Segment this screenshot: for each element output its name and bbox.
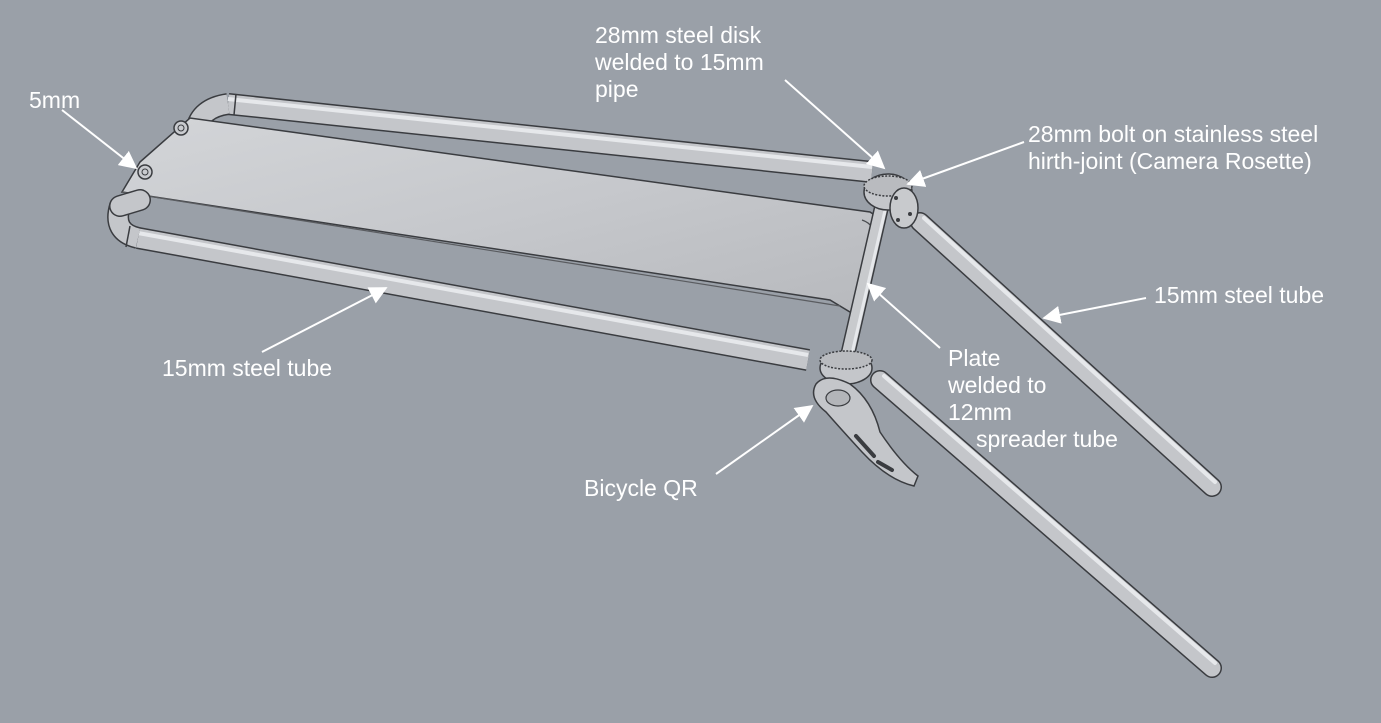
bottom-steel-tube [107, 189, 810, 371]
callout-arrow-tube-left [261, 287, 388, 353]
label-tube-left-text: 15mm steel tube [162, 355, 333, 381]
label-steel-disk: 28mm steel disk welded to 15mm pipe [595, 22, 764, 103]
top-hirth-joint [863, 173, 919, 229]
label-plate-line3: 12mm [948, 399, 1012, 425]
mounting-plate [120, 117, 886, 313]
callout-arrow-steel-disk [784, 79, 886, 170]
left-leg-tube [870, 370, 1222, 678]
label-plate-line1: Plate [948, 345, 1001, 371]
right-leg-tube [910, 212, 1222, 497]
label-bicycle-qr-text: Bicycle QR [584, 475, 698, 501]
label-plate-line4: spreader tube [976, 426, 1118, 452]
label-tube-right-text: 15mm steel tube [1154, 282, 1325, 308]
plate-screw-bottom [137, 164, 153, 180]
label-hirth-joint-line2: hirth-joint (Camera Rosette) [1028, 148, 1312, 174]
label-5mm: 5mm [29, 87, 80, 114]
callout-arrow-bicycle-qr [715, 404, 814, 475]
label-steel-disk-line1: 28mm steel disk [595, 22, 762, 48]
bicycle-qr-lever [812, 377, 919, 487]
label-5mm-text: 5mm [29, 87, 81, 113]
label-steel-disk-line2: welded to 15mm [595, 49, 764, 75]
label-plate: Plate welded to 12mm spreader tube [948, 345, 1118, 453]
label-tube-left: 15mm steel tube [162, 355, 332, 382]
label-steel-disk-line3: pipe [595, 76, 639, 102]
callout-arrow-tube-right [1042, 297, 1147, 324]
plate-screw-top [173, 120, 189, 136]
bottom-hirth-joint [819, 350, 873, 385]
label-hirth-joint: 28mm bolt on stainless steel hirth-joint… [1028, 121, 1318, 175]
label-tube-right: 15mm steel tube [1154, 282, 1324, 309]
callout-arrow-5mm [61, 109, 138, 170]
callout-arrow-hirth-joint [906, 141, 1025, 187]
top-steel-tube [185, 93, 874, 183]
callout-arrow-plate [866, 282, 941, 349]
label-hirth-joint-line1: 28mm bolt on stainless steel [1028, 121, 1319, 147]
label-plate-line2: welded to [948, 372, 1047, 398]
label-bicycle-qr: Bicycle QR [584, 475, 698, 502]
